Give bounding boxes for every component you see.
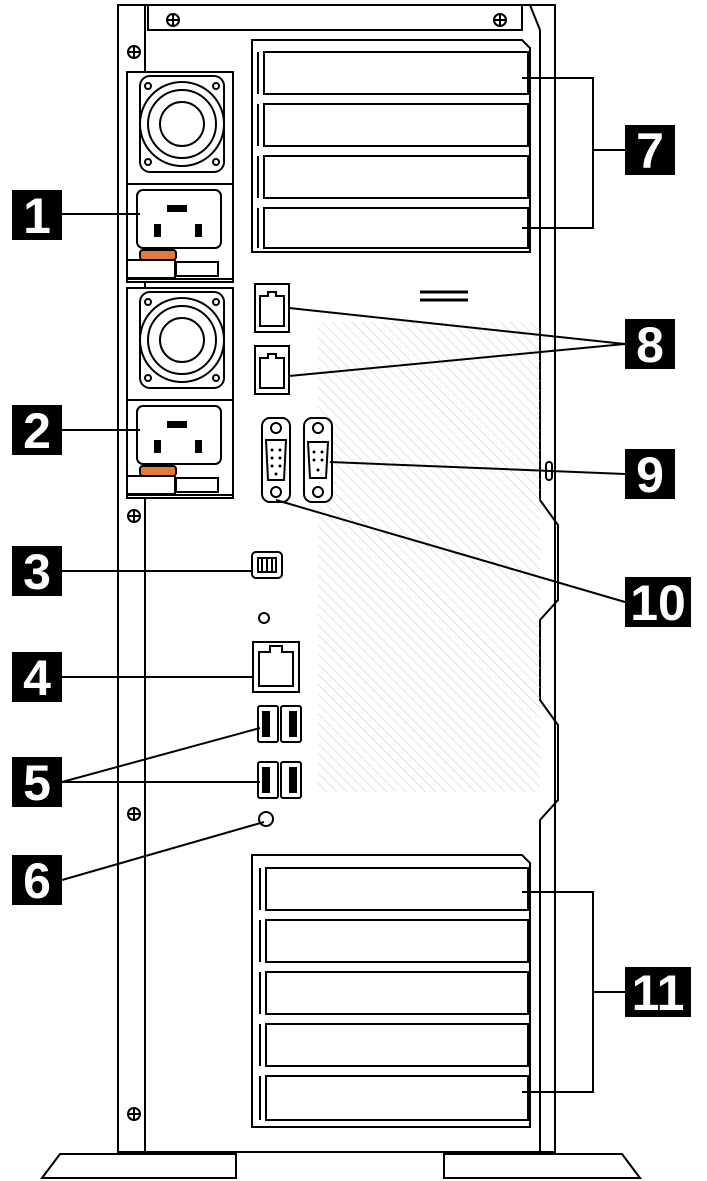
callout-3: 3 <box>12 544 62 600</box>
status-led <box>258 612 270 624</box>
callout-9: 9 <box>625 447 675 503</box>
callout-5: 5 <box>12 755 62 811</box>
screw <box>493 13 507 27</box>
callout-box <box>625 577 691 627</box>
callout-label: 11 <box>632 965 685 1021</box>
callout-7: 7 <box>625 123 675 179</box>
callout-label: 1 <box>23 188 51 244</box>
callout-8: 8 <box>625 317 675 373</box>
screw <box>127 45 141 59</box>
callout-label: 5 <box>23 755 51 811</box>
screws <box>127 13 507 1121</box>
callout-label: 6 <box>23 853 51 909</box>
screw <box>127 807 141 821</box>
power-supply-1 <box>126 71 234 283</box>
screw <box>127 509 141 523</box>
management-connector <box>251 551 283 579</box>
hatched-panel <box>318 322 540 792</box>
callout-box <box>12 757 62 807</box>
callout-label: 8 <box>636 317 664 373</box>
callout-label: 4 <box>23 650 51 706</box>
callout-box <box>12 405 62 455</box>
callout-box <box>12 855 62 905</box>
power-supply-2 <box>126 287 234 499</box>
callout-4: 4 <box>12 650 62 706</box>
callout-label: 10 <box>630 575 686 631</box>
callout-box <box>625 125 675 175</box>
pcie-slots-upper <box>251 39 531 253</box>
callout-box <box>625 449 675 499</box>
callouts: 1 2 3 4 5 6 7 8 9 10 11 <box>12 123 691 1021</box>
vga-connector <box>261 417 291 503</box>
leader-lines <box>61 77 626 1093</box>
callout-box <box>12 546 62 596</box>
callout-2: 2 <box>12 403 62 459</box>
callout-box <box>625 319 675 369</box>
callout-label: 3 <box>23 544 51 600</box>
callout-11: 11 <box>625 965 691 1021</box>
callout-box <box>12 190 62 240</box>
callout-10: 10 <box>625 575 691 631</box>
ethernet-ports <box>254 283 290 395</box>
callout-label: 2 <box>23 403 51 459</box>
callout-1: 1 <box>12 188 62 244</box>
label-marker <box>420 290 468 302</box>
feet <box>40 1153 642 1179</box>
callout-label: 9 <box>636 447 664 503</box>
callout-label: 7 <box>636 123 664 179</box>
callout-6: 6 <box>12 853 62 909</box>
nmi-button <box>258 811 274 827</box>
screw <box>166 13 180 27</box>
usb-ports <box>257 705 302 799</box>
screw <box>127 1107 141 1121</box>
pcie-slots-lower <box>251 854 531 1128</box>
callout-box <box>12 652 62 702</box>
callout-box <box>625 967 691 1017</box>
serial-connector <box>303 417 333 503</box>
management-ethernet-port <box>252 641 300 693</box>
